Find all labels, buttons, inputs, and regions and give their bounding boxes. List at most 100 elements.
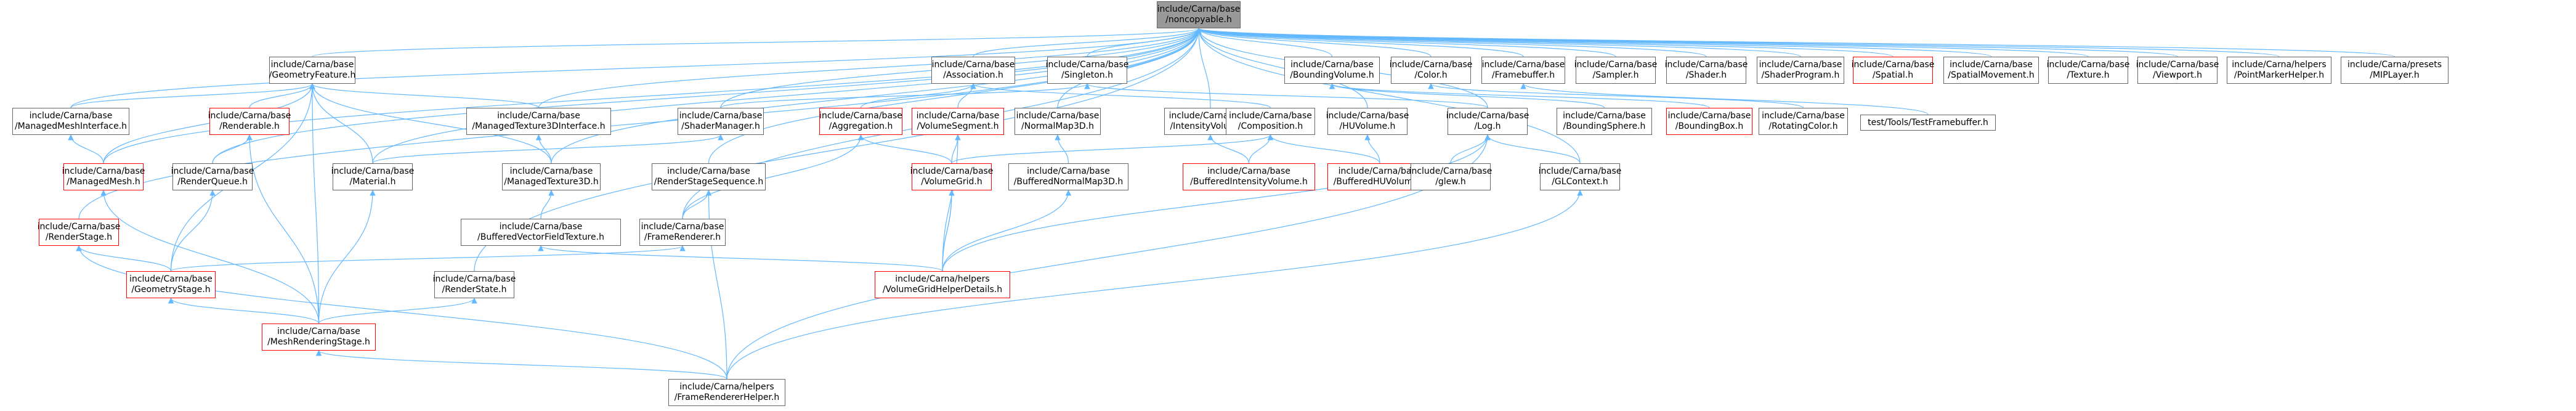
graph-node-singleton[interactable]: include/Carna/base/Singleton.h xyxy=(1045,57,1129,84)
graph-node-bufferedintensityvolume[interactable]: include/Carna/base/BufferedIntensityVolu… xyxy=(1183,163,1315,190)
node-label-line: /GeometryFeature.h xyxy=(269,70,356,80)
edge-color-to-root xyxy=(1196,28,1432,57)
graph-node-texture[interactable]: include/Carna/base/Texture.h xyxy=(2047,57,2129,84)
node-label-line: include/Carna/base xyxy=(1574,60,1658,70)
node-label-line: include/Carna/base xyxy=(208,111,291,121)
node-label-line: test/Tools/TestFramebuffer.h xyxy=(1868,117,1988,128)
edge-meshrenderingstage-to-geometryfeature xyxy=(309,83,320,324)
node-label-line: include/Carna/base xyxy=(62,166,145,176)
graph-node-managedtexture3d[interactable]: include/Carna/base/ManagedTexture3D.h xyxy=(502,163,601,190)
graph-node-framerendererhelper[interactable]: include/Carna/helpers/FrameRendererHelpe… xyxy=(668,379,785,406)
graph-node-framebuffer[interactable]: include/Carna/base/Framebuffer.h xyxy=(1481,57,1565,84)
graph-node-composition[interactable]: include/Carna/base/Composition.h xyxy=(1226,108,1315,135)
node-label-line: include/Carna/base xyxy=(1045,60,1129,70)
node-label-line: /SpatialMovement.h xyxy=(1948,70,2035,80)
node-label-line: /BufferedNormalMap3D.h xyxy=(1013,177,1124,187)
edge-shaderprogram-to-root xyxy=(1196,28,1801,57)
node-label-line: include/Carna/base xyxy=(270,60,354,70)
graph-node-managedtex3dinterface[interactable]: include/Carna/base/ManagedTexture3DInter… xyxy=(466,108,611,135)
graph-node-testframebuffer[interactable]: test/Tools/TestFramebuffer.h xyxy=(1860,115,1996,131)
edge-framebuffer-to-root xyxy=(1196,28,1524,57)
graph-node-viewport[interactable]: include/Carna/base/Viewport.h xyxy=(2136,57,2219,84)
node-label-line: /BufferedHUVolume.h xyxy=(1333,177,1427,187)
graph-node-glew[interactable]: include/Carna/base/glew.h xyxy=(1409,163,1492,190)
node-label-line: /noncopyable.h xyxy=(1165,15,1232,25)
graph-node-glcontext[interactable]: include/Carna/base/GLContext.h xyxy=(1538,163,1622,190)
graph-node-normalmap3d[interactable]: include/Carna/base/NormalMap3D.h xyxy=(1015,108,1101,135)
edge-material-to-root xyxy=(372,28,1202,164)
graph-node-renderstate[interactable]: include/Carna/base/RenderState.h xyxy=(433,271,516,298)
graph-node-geometryfeature[interactable]: include/Carna/base/GeometryFeature.h xyxy=(269,57,355,84)
edge-texture-to-root xyxy=(1196,28,2089,57)
edge-glcontext-to-root xyxy=(1196,28,1581,164)
graph-node-geometrystage[interactable]: include/Carna/base/GeometryStage.h xyxy=(126,271,216,298)
graph-node-meshrenderingstage[interactable]: include/Carna/base/MeshRenderingStage.h xyxy=(262,324,376,351)
edge-volumegrid-to-aggregation xyxy=(857,134,952,164)
graph-node-rotatingcolor[interactable]: include/Carna/base/RotatingColor.h xyxy=(1759,108,1848,135)
graph-node-bufferednormalmap3d[interactable]: include/Carna/base/BufferedNormalMap3D.h xyxy=(1008,163,1128,190)
node-label-line: /Framebuffer.h xyxy=(1491,70,1555,80)
node-label-line: /NormalMap3D.h xyxy=(1021,121,1094,131)
edge-volumegridhelper-to-log xyxy=(942,134,1491,272)
node-label-line: /Log.h xyxy=(1474,121,1501,131)
graph-node-shader[interactable]: include/Carna/base/Shader.h xyxy=(1665,57,1748,84)
edge-material-to-geometryfeature xyxy=(309,83,373,164)
node-label-line: /FrameRenderer.h xyxy=(644,232,721,242)
node-label-line: include/Carna/base xyxy=(1538,166,1622,176)
edge-bufferednormalmap3d-to-normalmap3d xyxy=(1055,134,1069,164)
edge-geometrystage-to-framerenderer xyxy=(170,245,686,272)
graph-node-aggregation[interactable]: include/Carna/base/Aggregation.h xyxy=(819,108,902,135)
edge-bufferedhuvolume-to-composition xyxy=(1267,134,1380,164)
graph-node-renderstagesequence[interactable]: include/Carna/base/RenderStageSequence.h xyxy=(652,163,766,190)
graph-node-volumegridhelper[interactable]: include/Carna/helpers/VolumeGridHelperDe… xyxy=(875,271,1010,298)
graph-node-boundingbox[interactable]: include/Carna/base/BoundingBox.h xyxy=(1666,108,1752,135)
edge-managedmeshinterface-to-root xyxy=(70,28,1202,108)
graph-node-boundingvolume[interactable]: include/Carna/base/BoundingVolume.h xyxy=(1284,57,1380,84)
edge-glew-to-log xyxy=(1450,134,1491,164)
edge-glcontext-to-log xyxy=(1484,134,1581,164)
graph-node-huvolume[interactable]: include/Carna/base/HUVolume.h xyxy=(1326,108,1409,135)
node-label-line: /VolumeGridHelperDetails.h xyxy=(882,285,1003,295)
graph-node-color[interactable]: include/Carna/base/Color.h xyxy=(1390,57,1472,84)
graph-node-association[interactable]: include/Carna/base/Association.h xyxy=(931,57,1015,84)
node-label-line: /BoundingBox.h xyxy=(1675,121,1744,131)
node-label-line: include/Carna/base xyxy=(1481,60,1565,70)
graph-node-boundingsphere[interactable]: include/Carna/base/BoundingSphere.h xyxy=(1557,108,1652,135)
graph-node-shaderprogram[interactable]: include/Carna/base/ShaderProgram.h xyxy=(1757,57,1844,84)
node-label-line: /GeometryStage.h xyxy=(131,285,211,295)
graph-node-log[interactable]: include/Carna/base/Log.h xyxy=(1446,108,1529,135)
graph-node-sampler[interactable]: include/Carna/base/Sampler.h xyxy=(1574,57,1658,84)
edge-framerendererhelper-to-glcontext xyxy=(726,190,1583,380)
graph-node-volumegrid[interactable]: include/Carna/base/VolumeGrid.h xyxy=(910,163,993,190)
edge-boundingbox-to-boundingvolume xyxy=(1329,83,1710,108)
graph-node-spatialmovement[interactable]: include/Carna/base/SpatialMovement.h xyxy=(1943,57,2039,84)
edge-geometrystage-to-renderstage xyxy=(76,245,172,272)
graph-node-volumesegment[interactable]: include/Carna/base/VolumeSegment.h xyxy=(912,108,1004,135)
edge-aggregation-to-association xyxy=(860,83,976,108)
graph-node-framerenderer[interactable]: include/Carna/base/FrameRenderer.h xyxy=(639,219,726,246)
node-label-line: include/Carna/base xyxy=(129,274,213,284)
graph-node-shadermanager[interactable]: include/Carna/base/ShaderManager.h xyxy=(678,108,764,135)
graph-node-managedmesh[interactable]: include/Carna/base/ManagedMesh.h xyxy=(62,163,145,190)
graph-node-bufferedvectorfield[interactable]: include/Carna/base/BufferedVectorFieldTe… xyxy=(461,219,621,246)
graph-node-renderstage[interactable]: include/Carna/base/RenderStage.h xyxy=(38,219,120,246)
node-label-line: include/Carna/base xyxy=(641,222,724,232)
graph-node-miplayer[interactable]: include/Carna/presets/MIPLayer.h xyxy=(2341,57,2448,84)
graph-node-pointmarker[interactable]: include/Carna/helpers/PointMarkerHelper.… xyxy=(2227,57,2331,84)
edge-sampler-to-root xyxy=(1196,28,1616,57)
node-label-line: include/Carna/base xyxy=(1446,111,1529,121)
graph-node-renderable[interactable]: include/Carna/base/Renderable.h xyxy=(208,108,291,135)
node-label-line: include/Carna/base xyxy=(2136,60,2219,70)
edge-renderqueue-to-renderable xyxy=(212,134,253,164)
edge-renderstage-to-root xyxy=(78,28,1202,219)
graph-node-material[interactable]: include/Carna/base/Material.h xyxy=(331,163,414,190)
node-label-line: include/Carna/base xyxy=(497,111,580,121)
edge-meshrenderingstage-to-geometrystage xyxy=(168,298,320,324)
node-label-line: /glew.h xyxy=(1435,177,1466,187)
graph-node-managedmeshinterface[interactable]: include/Carna/base/ManagedMeshInterface.… xyxy=(12,108,129,135)
graph-node-spatial[interactable]: include/Carna/base/Spatial.h xyxy=(1852,57,1934,84)
node-label-line: /Color.h xyxy=(1414,70,1448,80)
node-label-line: include/Carna/base xyxy=(1759,60,1842,70)
graph-node-renderqueue[interactable]: include/Carna/base/RenderQueue.h xyxy=(171,163,254,190)
edge-meshrenderingstage-to-material xyxy=(318,190,376,324)
